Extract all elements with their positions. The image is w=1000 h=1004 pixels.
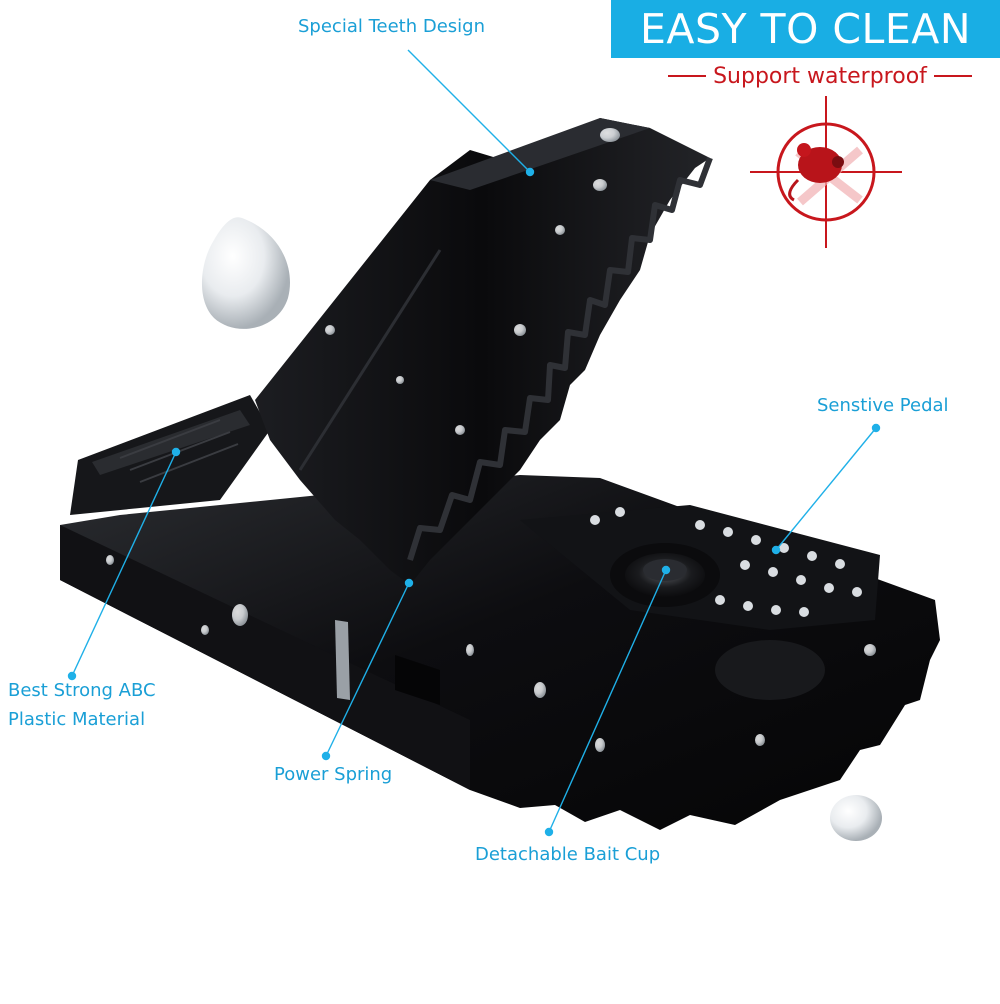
water-droplets <box>106 128 876 752</box>
callout-material: Best Strong ABC Plastic Material <box>8 676 156 734</box>
trap-jaw <box>255 118 713 585</box>
callout-material-line2: Plastic Material <box>8 709 146 730</box>
callout-material-line1: Best Strong ABC <box>8 680 156 701</box>
callout-bait-cup: Detachable Bait Cup <box>475 844 661 865</box>
crosshair-mouse-icon <box>750 96 902 248</box>
subtitle-rule-right <box>933 75 972 77</box>
small-water-drop <box>830 795 882 841</box>
subtitle-text: Support waterproof <box>713 63 927 89</box>
callout-pedal: Senstive Pedal <box>817 395 949 416</box>
subtitle-rule-left <box>668 75 707 77</box>
waterproof-subtitle: Support waterproof <box>668 60 972 92</box>
easy-to-clean-banner: EASY TO CLEAN <box>611 0 1000 58</box>
banner-title: EASY TO CLEAN <box>640 5 971 53</box>
callout-teeth: Special Teeth Design <box>298 16 485 37</box>
callout-lines <box>67 49 881 837</box>
trap-lever <box>70 395 270 515</box>
bait-cup <box>610 543 825 700</box>
callout-spring: Power Spring <box>274 764 393 785</box>
large-water-drop <box>201 217 291 329</box>
